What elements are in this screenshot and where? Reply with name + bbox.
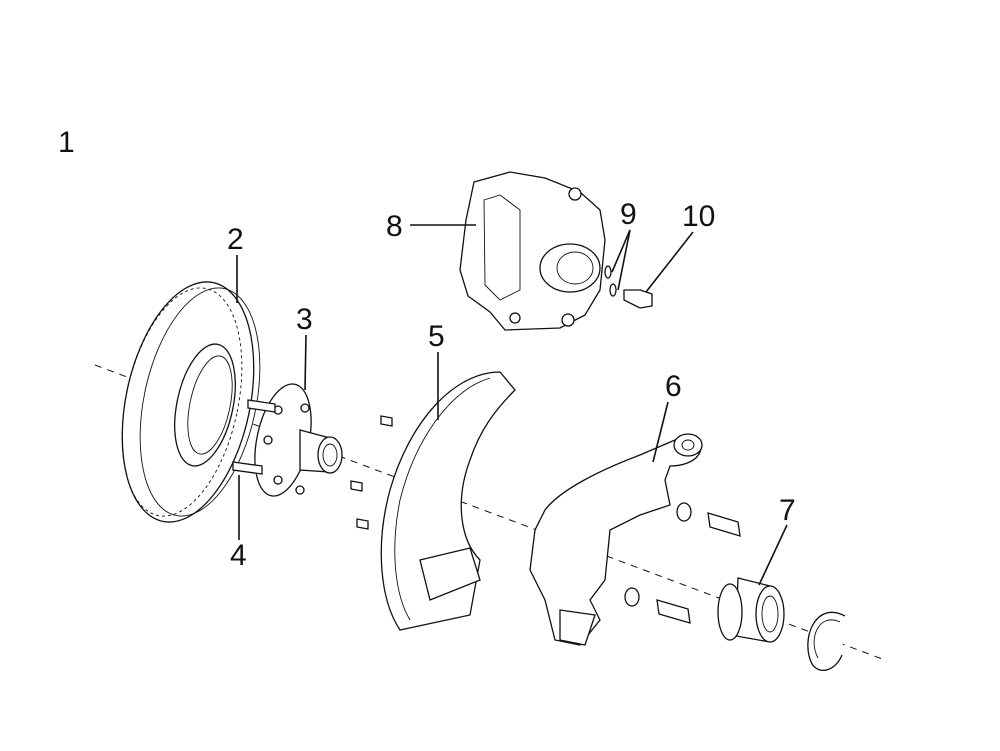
callout-10: 10 xyxy=(682,200,715,233)
wheel-bearing xyxy=(717,577,785,643)
knuckle-bolts xyxy=(624,502,741,624)
brake-caliper xyxy=(459,171,606,331)
steering-knuckle xyxy=(529,433,703,646)
callout-4: 4 xyxy=(230,539,247,572)
callout-8: 8 xyxy=(386,210,403,243)
leader-lines xyxy=(236,224,788,586)
caliper-bolt xyxy=(623,289,653,309)
brake-disc xyxy=(121,281,261,523)
callout-7: 7 xyxy=(779,494,796,527)
wheel-stud xyxy=(232,399,276,475)
figure-number-label: 1 xyxy=(58,126,75,159)
callout-6: 6 xyxy=(665,370,682,403)
callout-9: 9 xyxy=(620,198,637,231)
caliper-washers xyxy=(604,265,617,297)
callout-3: 3 xyxy=(296,303,313,336)
callout-5: 5 xyxy=(428,320,445,353)
dust-shield xyxy=(380,371,516,631)
callout-2: 2 xyxy=(227,223,244,256)
wheel-hub xyxy=(254,383,343,497)
snap-ring xyxy=(807,611,846,672)
shield-screws xyxy=(350,415,393,530)
